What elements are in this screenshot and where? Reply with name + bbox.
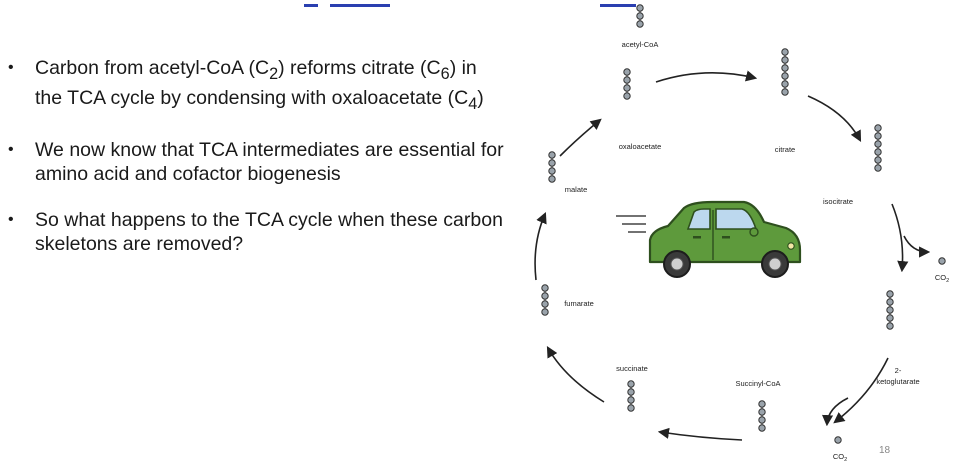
label-oxaloacetate: oxaloacetate [619,142,662,151]
carbon-atom-icon [834,436,842,444]
carbon-atom-icon [623,92,631,100]
carbon-chain-succinyl-coa [758,400,766,432]
label-succinate: succinate [616,364,648,373]
arrow-oaa-to-citrate [655,70,758,83]
carbon-atom-icon [781,88,789,96]
label-co2-isocitrate: CO2 [935,273,949,284]
subscript: 6 [440,64,450,83]
carbon-atom-icon [874,132,882,140]
label-fumarate: fumarate [564,299,594,308]
carbon-atom-icon [548,159,556,167]
page-number: 18 [879,445,891,456]
arrow-isocitrate-to-akg [891,203,909,273]
carbon-chain-co2-akg [834,436,842,444]
label-malate: malate [565,185,588,194]
bullet-item: So what happens to the TCA cycle when th… [8,208,508,256]
carbon-atom-icon [636,4,644,12]
bullet-text: ) in the TCA cycle by condensing with ox… [35,57,477,109]
subscript: 4 [468,94,478,113]
carbon-atom-icon [623,84,631,92]
carbon-atom-icon [781,64,789,72]
carbon-atom-icon [623,76,631,84]
carbon-chains [541,4,946,444]
arrow-fumarate-to-malate [534,211,547,281]
carbon-atom-icon [548,175,556,183]
arrow-succinylcoa-to-succinate [657,427,743,441]
carbon-atom-icon [874,140,882,148]
carbon-atom-icon [938,257,946,265]
carbon-atom-icon [636,12,644,20]
arrow-akg-to-succinylcoa [833,357,889,424]
bullet-text: We now know that TCA intermediates are e… [35,138,504,185]
carbon-atom-icon [874,156,882,164]
carbon-atom-icon [627,388,635,396]
carbon-atom-icon [541,292,549,300]
carbon-atom-icon [627,396,635,404]
carbon-atom-icon [636,20,644,28]
label-2-: 2- [895,366,902,375]
carbon-atom-icon [548,167,556,175]
carbon-atom-icon [781,80,789,88]
carbon-chain-oxaloacetate [623,68,631,100]
carbon-atom-icon [886,314,894,322]
arrow-citrate-to-isocitrate [807,95,862,142]
carbon-atom-icon [758,416,766,424]
carbon-atom-icon [781,72,789,80]
carbon-atom-icon [874,164,882,172]
label-ketoglutarate: ketoglutarate [876,377,919,386]
cycle-arrows [534,70,931,441]
carbon-chain-isocitrate [874,124,882,172]
carbon-atom-icon [781,56,789,64]
tca-cycle-diagram: acetyl-CoA oxaloacetate citrate isocitra… [534,4,949,463]
slide-title-fragment [300,0,680,8]
carbon-atom-icon [886,298,894,306]
carbon-atom-icon [627,404,635,412]
label-isocitrate: isocitrate [823,197,853,206]
carbon-chain-co2-isocitrate [938,257,946,265]
carbon-atom-icon [548,151,556,159]
arrow-succinate-to-fumarate [546,346,605,403]
bullet-text: So what happens to the TCA cycle when th… [35,208,503,255]
carbon-atom-icon [886,290,894,298]
carbon-atom-icon [758,408,766,416]
carbon-atom-icon [627,380,635,388]
carbon-chain-succinate [627,380,635,412]
carbon-atom-icon [886,322,894,330]
bullet-item: Carbon from acetyl-CoA (C2) reforms citr… [8,56,508,116]
carbon-atom-icon [541,300,549,308]
bullet-list: Carbon from acetyl-CoA (C2) reforms citr… [8,56,508,278]
bullet-item: We now know that TCA intermediates are e… [8,138,508,186]
label-succinyl-coa: Succinyl-CoA [735,379,780,388]
carbon-chain-malate [548,151,556,183]
carbon-chain-acetyl-coa [636,4,644,28]
arrow-malate-to-oaa [559,118,602,157]
subscript: 2 [269,64,279,83]
label-co2-akg: CO2 [833,452,847,463]
carbon-chain-fumarate [541,284,549,316]
bullet-text: Carbon from acetyl-CoA (C [35,57,270,79]
arrow-isocitrate-co2 [903,235,931,258]
car-icon [616,200,802,278]
carbon-atom-icon [874,124,882,132]
carbon-atom-icon [886,306,894,314]
carbon-atom-icon [874,148,882,156]
carbon-atom-icon [541,284,549,292]
bullet-text: ) [477,86,484,109]
arrow-akg-co2 [821,397,849,427]
bullet-text: ) reforms citrate (C [278,57,441,79]
carbon-chain-citrate [781,48,789,96]
carbon-atom-icon [758,400,766,408]
carbon-atom-icon [541,308,549,316]
carbon-atom-icon [781,48,789,56]
label-citrate: citrate [775,145,795,154]
label-acetyl-coa: acetyl-CoA [622,40,659,49]
carbon-atom-icon [758,424,766,432]
carbon-atom-icon [623,68,631,76]
carbon-chain-ketoglutarate [886,290,894,330]
